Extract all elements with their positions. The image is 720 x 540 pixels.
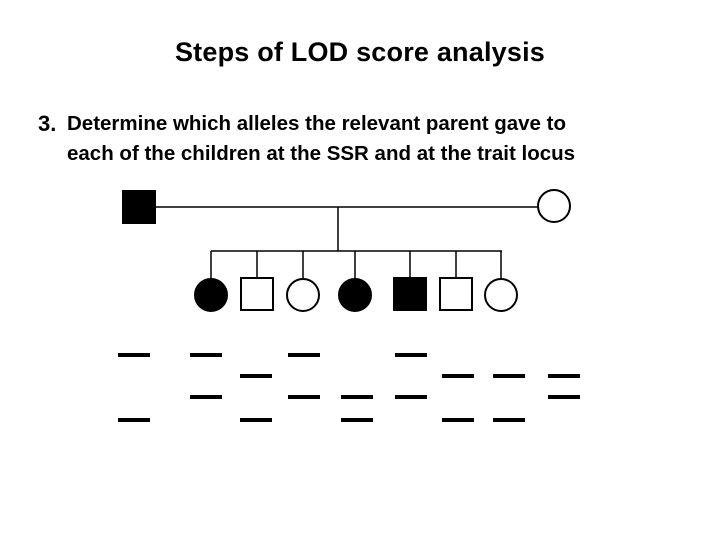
- slide-title: Steps of LOD score analysis: [174, 37, 546, 67]
- mother-symbol: [537, 189, 571, 223]
- allele-band-child-5-row3: [395, 395, 427, 399]
- allele-band-child-3-row3: [288, 395, 320, 399]
- allele-band-child-4-row4: [341, 418, 373, 422]
- allele-band-mother-row2: [548, 374, 580, 378]
- allele-band-child-6-row2: [442, 374, 474, 378]
- allele-band-child-7-row4: [493, 418, 525, 422]
- child-2-symbol: [240, 277, 274, 311]
- allele-band-child-1-row1: [190, 353, 222, 357]
- step-text: Determine which alleles the relevant par…: [67, 109, 575, 169]
- allele-band-child-4-row3: [341, 395, 373, 399]
- child-1-symbol: [194, 278, 228, 312]
- step-text-line-2: each of the children at the SSR and at t…: [67, 142, 576, 165]
- allele-band-child-3-row1: [288, 353, 320, 357]
- allele-band-child-1-row3: [190, 395, 222, 399]
- allele-band-father-row1: [118, 353, 150, 357]
- allele-band-mother-row3: [548, 395, 580, 399]
- child-3-symbol: [286, 278, 320, 312]
- child-6-symbol: [439, 277, 473, 311]
- allele-band-child-2-row4: [240, 418, 272, 422]
- allele-band-child-5-row1: [395, 353, 427, 357]
- step-item: 3. Determine which alleles the relevant …: [38, 109, 575, 169]
- allele-band-child-7-row2: [493, 374, 525, 378]
- step-number: 3.: [38, 111, 57, 136]
- child-4-symbol: [338, 278, 372, 312]
- child-5-symbol: [393, 277, 427, 311]
- allele-band-child-6-row4: [442, 418, 474, 422]
- father-symbol: [122, 190, 156, 224]
- allele-band-child-2-row2: [240, 374, 272, 378]
- allele-band-father-row4: [118, 418, 150, 422]
- child-7-symbol: [484, 278, 518, 312]
- step-text-line-1: Determine which alleles the relevant par…: [67, 112, 567, 135]
